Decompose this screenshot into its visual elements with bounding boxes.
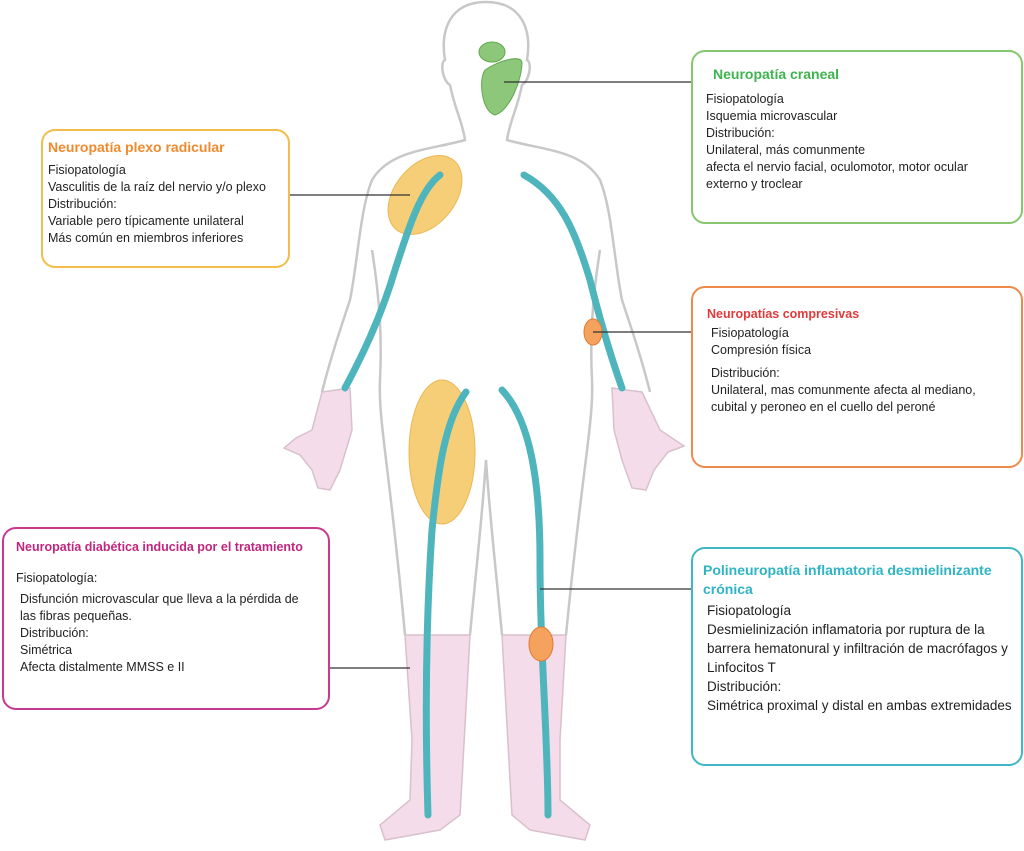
card-title: Neuropatías compresivas [707, 307, 860, 321]
right-hand [611, 387, 686, 491]
card-line: Compresión física [711, 343, 812, 357]
card-line: Simétrica proximal y distal en ambas ext… [707, 698, 1012, 713]
compresivas-card: Neuropatías compresivas Fisiopatología C… [691, 286, 1023, 468]
card-line: Variable pero típicamente unilateral [48, 214, 244, 228]
pink-regions [282, 387, 686, 841]
card-line: Distribución: [706, 126, 775, 140]
card-line: Distribución: [20, 626, 89, 640]
craneal-card: Neuropatía craneal Fisiopatología Isquem… [691, 50, 1023, 224]
card-line: Distribución: [711, 366, 780, 380]
card-line: Unilateral, mas comunmente afecta al med… [711, 383, 976, 414]
card-line: Unilateral, más comunmente [706, 143, 866, 157]
right-arm-nerve [520, 171, 626, 392]
card-line: Isquemia microvascular [706, 109, 838, 123]
card-line: Distribución: [707, 679, 782, 694]
plexo-radicular-card: Neuropatía plexo radicular Fisiopatologí… [41, 129, 290, 268]
card-line: Disfunción microvascular que lleva a la … [20, 592, 299, 623]
polineuropatia-card: Polineuropatía inflamatoria desmieliniza… [691, 547, 1023, 766]
card-line: afecta el nervio facial, oculomotor, mot… [706, 160, 968, 191]
diabetica-card: Neuropatía diabética inducida por el tra… [2, 527, 330, 710]
right-leg-nerve [498, 386, 552, 819]
card-line: Simétrica [20, 643, 73, 657]
left-leg-nerve [422, 388, 470, 819]
card-line: Fisiopatología: [16, 571, 98, 585]
card-line: Desmielinización inflamatoria por ruptur… [707, 622, 1008, 675]
face-patch [478, 41, 506, 63]
card-title: Neuropatía craneal [713, 66, 840, 82]
compression-patch-knee [528, 626, 554, 662]
card-line: Vasculitis de la raíz del nervio y/o ple… [48, 180, 266, 194]
card-line: Fisiopatología [711, 326, 789, 340]
nerves [341, 171, 626, 819]
connector-lines [290, 81, 691, 669]
card-title: Neuropatía plexo radicular [48, 139, 225, 155]
body-outline [320, 0, 652, 636]
card-title: Polineuropatía inflamatoria desmieliniza… [703, 562, 992, 597]
card-line: Afecta distalmente MMSS e II [20, 660, 185, 674]
cheek-patch [481, 58, 523, 116]
card-line: Más común en miembros inferiores [48, 231, 244, 245]
left-hand [282, 387, 353, 491]
card-line: Distribución: [48, 197, 117, 211]
card-line: Fisiopatología [48, 163, 126, 177]
left-arm-nerve [341, 171, 444, 392]
card-title: Neuropatía diabética inducida por el tra… [16, 540, 303, 554]
card-line: Fisiopatología [706, 92, 784, 106]
card-line: Fisiopatología [707, 603, 792, 618]
